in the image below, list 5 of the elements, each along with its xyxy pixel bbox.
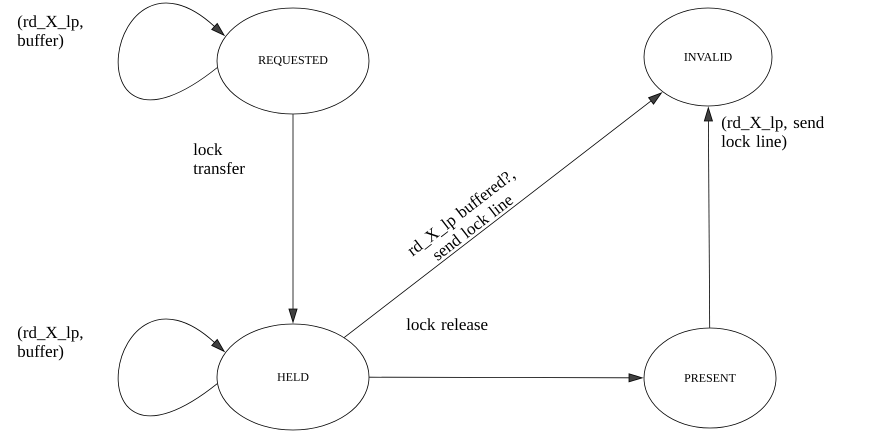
- edge-label: (rd_X_lp, buffer): [17, 15, 82, 50]
- edge-label: lock release: [406, 318, 488, 330]
- edge-label: lock transfer: [193, 143, 245, 174]
- edge-label: (rd_X_lp, buffer): [17, 326, 82, 360]
- edge-label: (rd_X_lp, send lock line): [722, 116, 824, 150]
